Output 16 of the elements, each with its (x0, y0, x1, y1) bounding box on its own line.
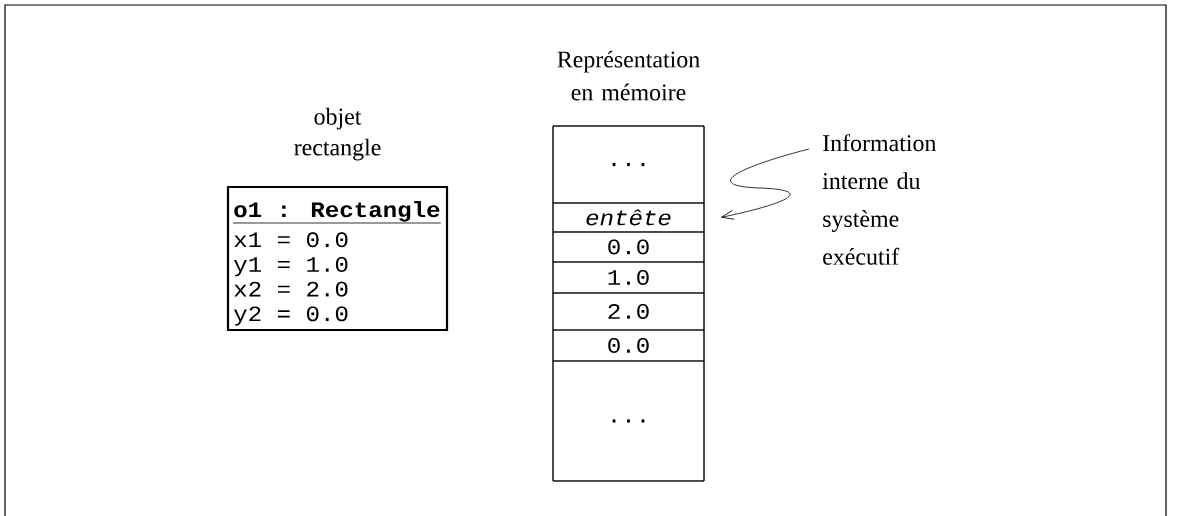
attribute-text: x1 = 0.0 (234, 232, 348, 248)
memory-cell: ... (552, 360, 705, 482)
attribute-text: y2 = 0.0 (234, 306, 348, 326)
memory-cell: 0.0 (552, 329, 705, 362)
memory-cell: entête (552, 202, 705, 233)
memory-cell: 0.0 (552, 231, 705, 263)
memory-cell: ... (552, 125, 705, 204)
column-caption: Représentation en mémoire (557, 50, 700, 101)
attribute-text: x2 = 2.0 (234, 281, 348, 297)
attribute-text: y1 = 1.0 (234, 257, 348, 277)
object-caption: objet rectangle (294, 107, 381, 161)
arrow (721, 148, 810, 220)
memory-cell: 2.0 (552, 292, 705, 331)
annotation-text: Information interne du système exécutif (822, 134, 937, 265)
class-heading: o1 : Rectangle (232, 201, 442, 224)
memory-cell: 1.0 (552, 261, 705, 294)
